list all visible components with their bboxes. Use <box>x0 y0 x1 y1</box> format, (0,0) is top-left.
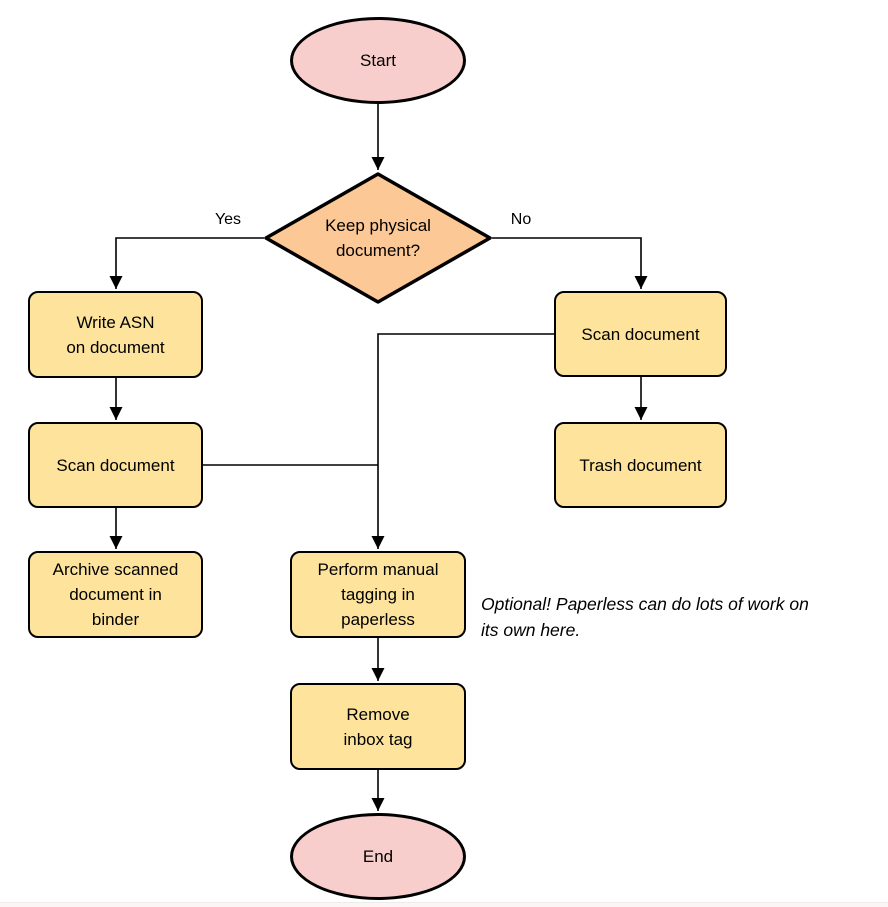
node-decision: Keep physical document? <box>263 171 493 305</box>
node-scan-document-right: Scan document <box>554 291 727 377</box>
edge-label-no: No <box>510 211 532 228</box>
node-trash-document: Trash document <box>554 422 727 508</box>
decision-diamond-shape <box>264 172 492 304</box>
node-write-asn: Write ASN on document <box>28 291 203 378</box>
decision-label: Keep physical document? <box>325 216 431 260</box>
edge-yes-to-write-asn <box>109 237 264 289</box>
node-manual-tagging: Perform manual tagging in paperless <box>290 551 466 638</box>
edge-no-to-scan-right <box>492 237 648 289</box>
node-start: Start <box>290 17 466 104</box>
edge-scan-right-to-tagging <box>371 333 554 549</box>
annotation-note: Optional! Paperless can do lots of work … <box>481 594 809 640</box>
node-scan-document-left: Scan document <box>28 422 203 508</box>
node-remove-inbox-tag: Remove inbox tag <box>290 683 466 770</box>
edge-label-yes: Yes <box>214 211 242 228</box>
node-archive-document: Archive scanned document in binder <box>28 551 203 638</box>
node-end: End <box>290 813 466 900</box>
bottom-edge-divider <box>0 902 888 907</box>
